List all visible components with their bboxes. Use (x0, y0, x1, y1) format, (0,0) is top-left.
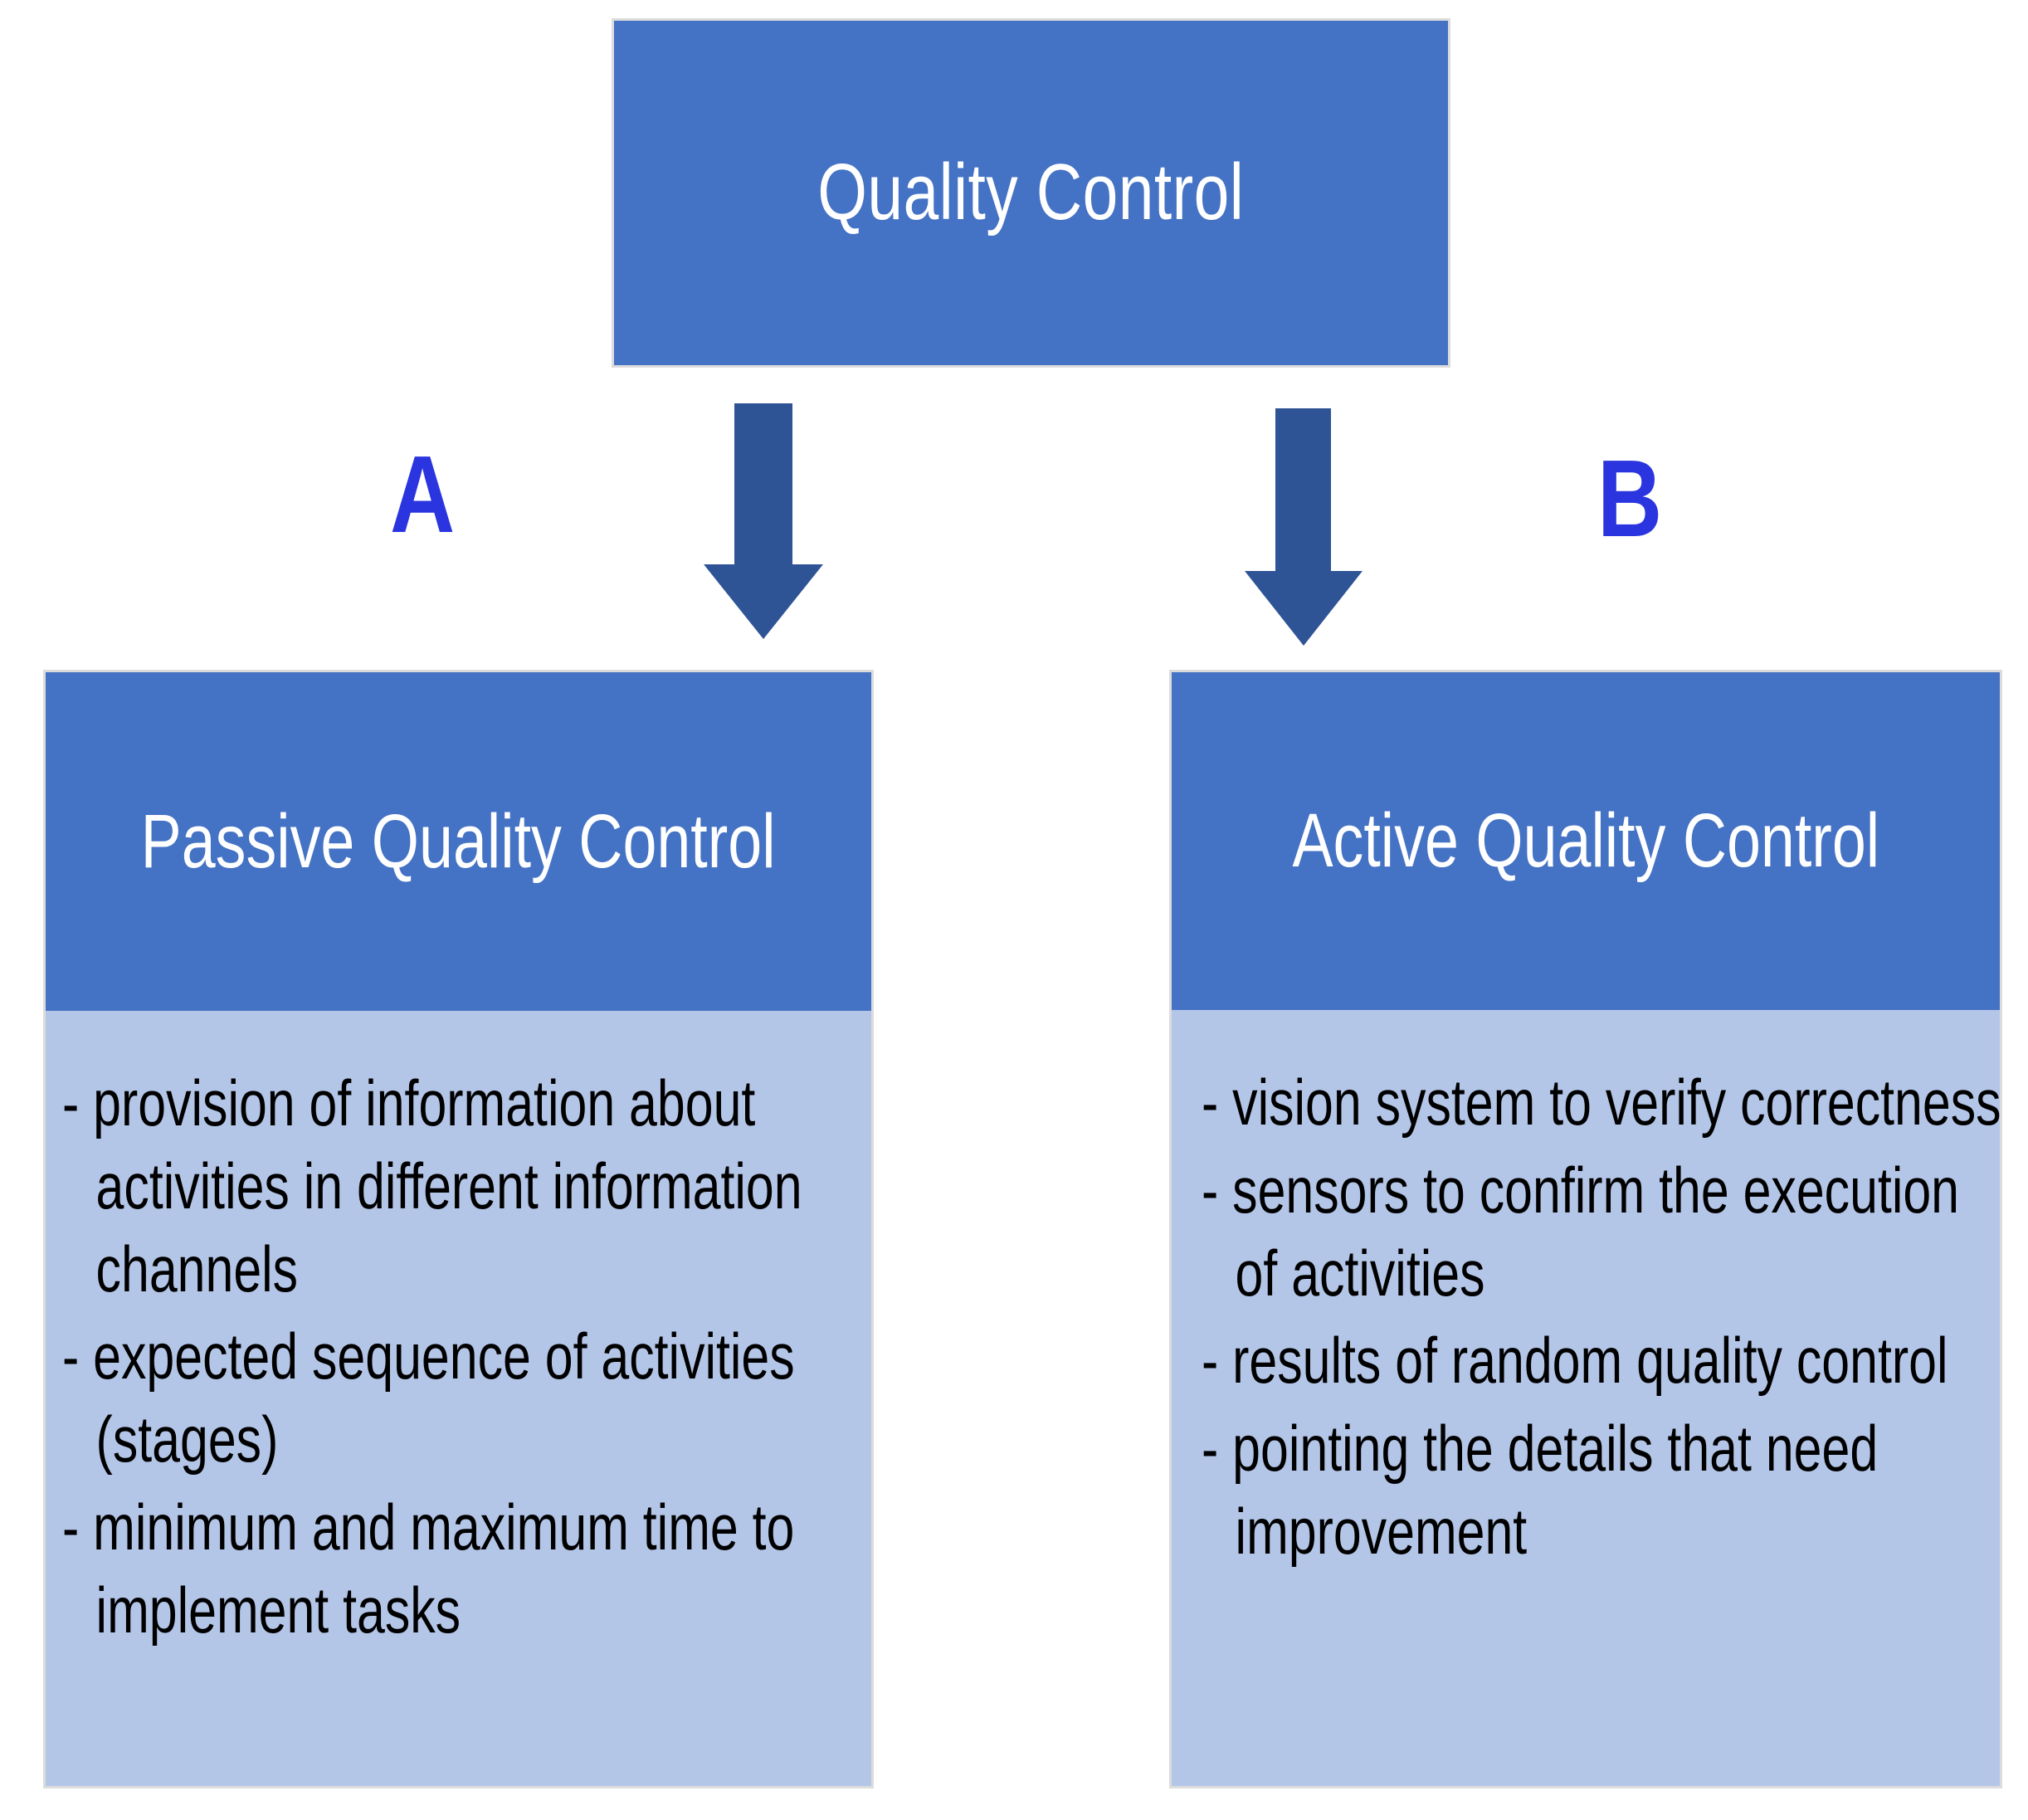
list-item: - vision system to verify correctness (1202, 1066, 2001, 1139)
root-node-label: Quality Control (817, 148, 1245, 237)
card-body-active: - vision system to verify correctness - … (1172, 1010, 2001, 1786)
down-arrow-icon-b (1245, 408, 1363, 646)
bullet-list-passive: - provision of information about activit… (62, 1062, 850, 1652)
card-active-quality-control[interactable]: Active Quality Control - vision system t… (1172, 672, 2001, 1786)
list-item: - minimum and maximum time to implement … (62, 1491, 795, 1647)
card-header-passive: Passive Quality Control (46, 672, 871, 1011)
list-item: - expected sequence of activities (stage… (62, 1320, 795, 1476)
card-body-passive: - provision of information about activit… (46, 1011, 871, 1786)
bullet-list-active: - vision system to verify correctness - … (1202, 1061, 2001, 1574)
card-header-label-passive: Passive Quality Control (141, 798, 776, 884)
down-arrow-icon-a (704, 403, 823, 639)
branch-label-b: B (1597, 437, 1663, 559)
list-item: - results of random quality control (1202, 1324, 1948, 1398)
branch-label-a: A (390, 433, 456, 555)
list-item: - sensors to confirm the execution of ac… (1202, 1153, 1960, 1310)
card-passive-quality-control[interactable]: Passive Quality Control - provision of i… (46, 672, 871, 1786)
card-header-active: Active Quality Control (1172, 672, 2000, 1010)
list-item: - pointing the details that need improve… (1202, 1412, 1879, 1569)
list-item: - provision of information about activit… (62, 1066, 802, 1305)
card-header-label-active: Active Quality Control (1292, 798, 1879, 884)
root-node-quality-control[interactable]: Quality Control (614, 21, 1448, 365)
